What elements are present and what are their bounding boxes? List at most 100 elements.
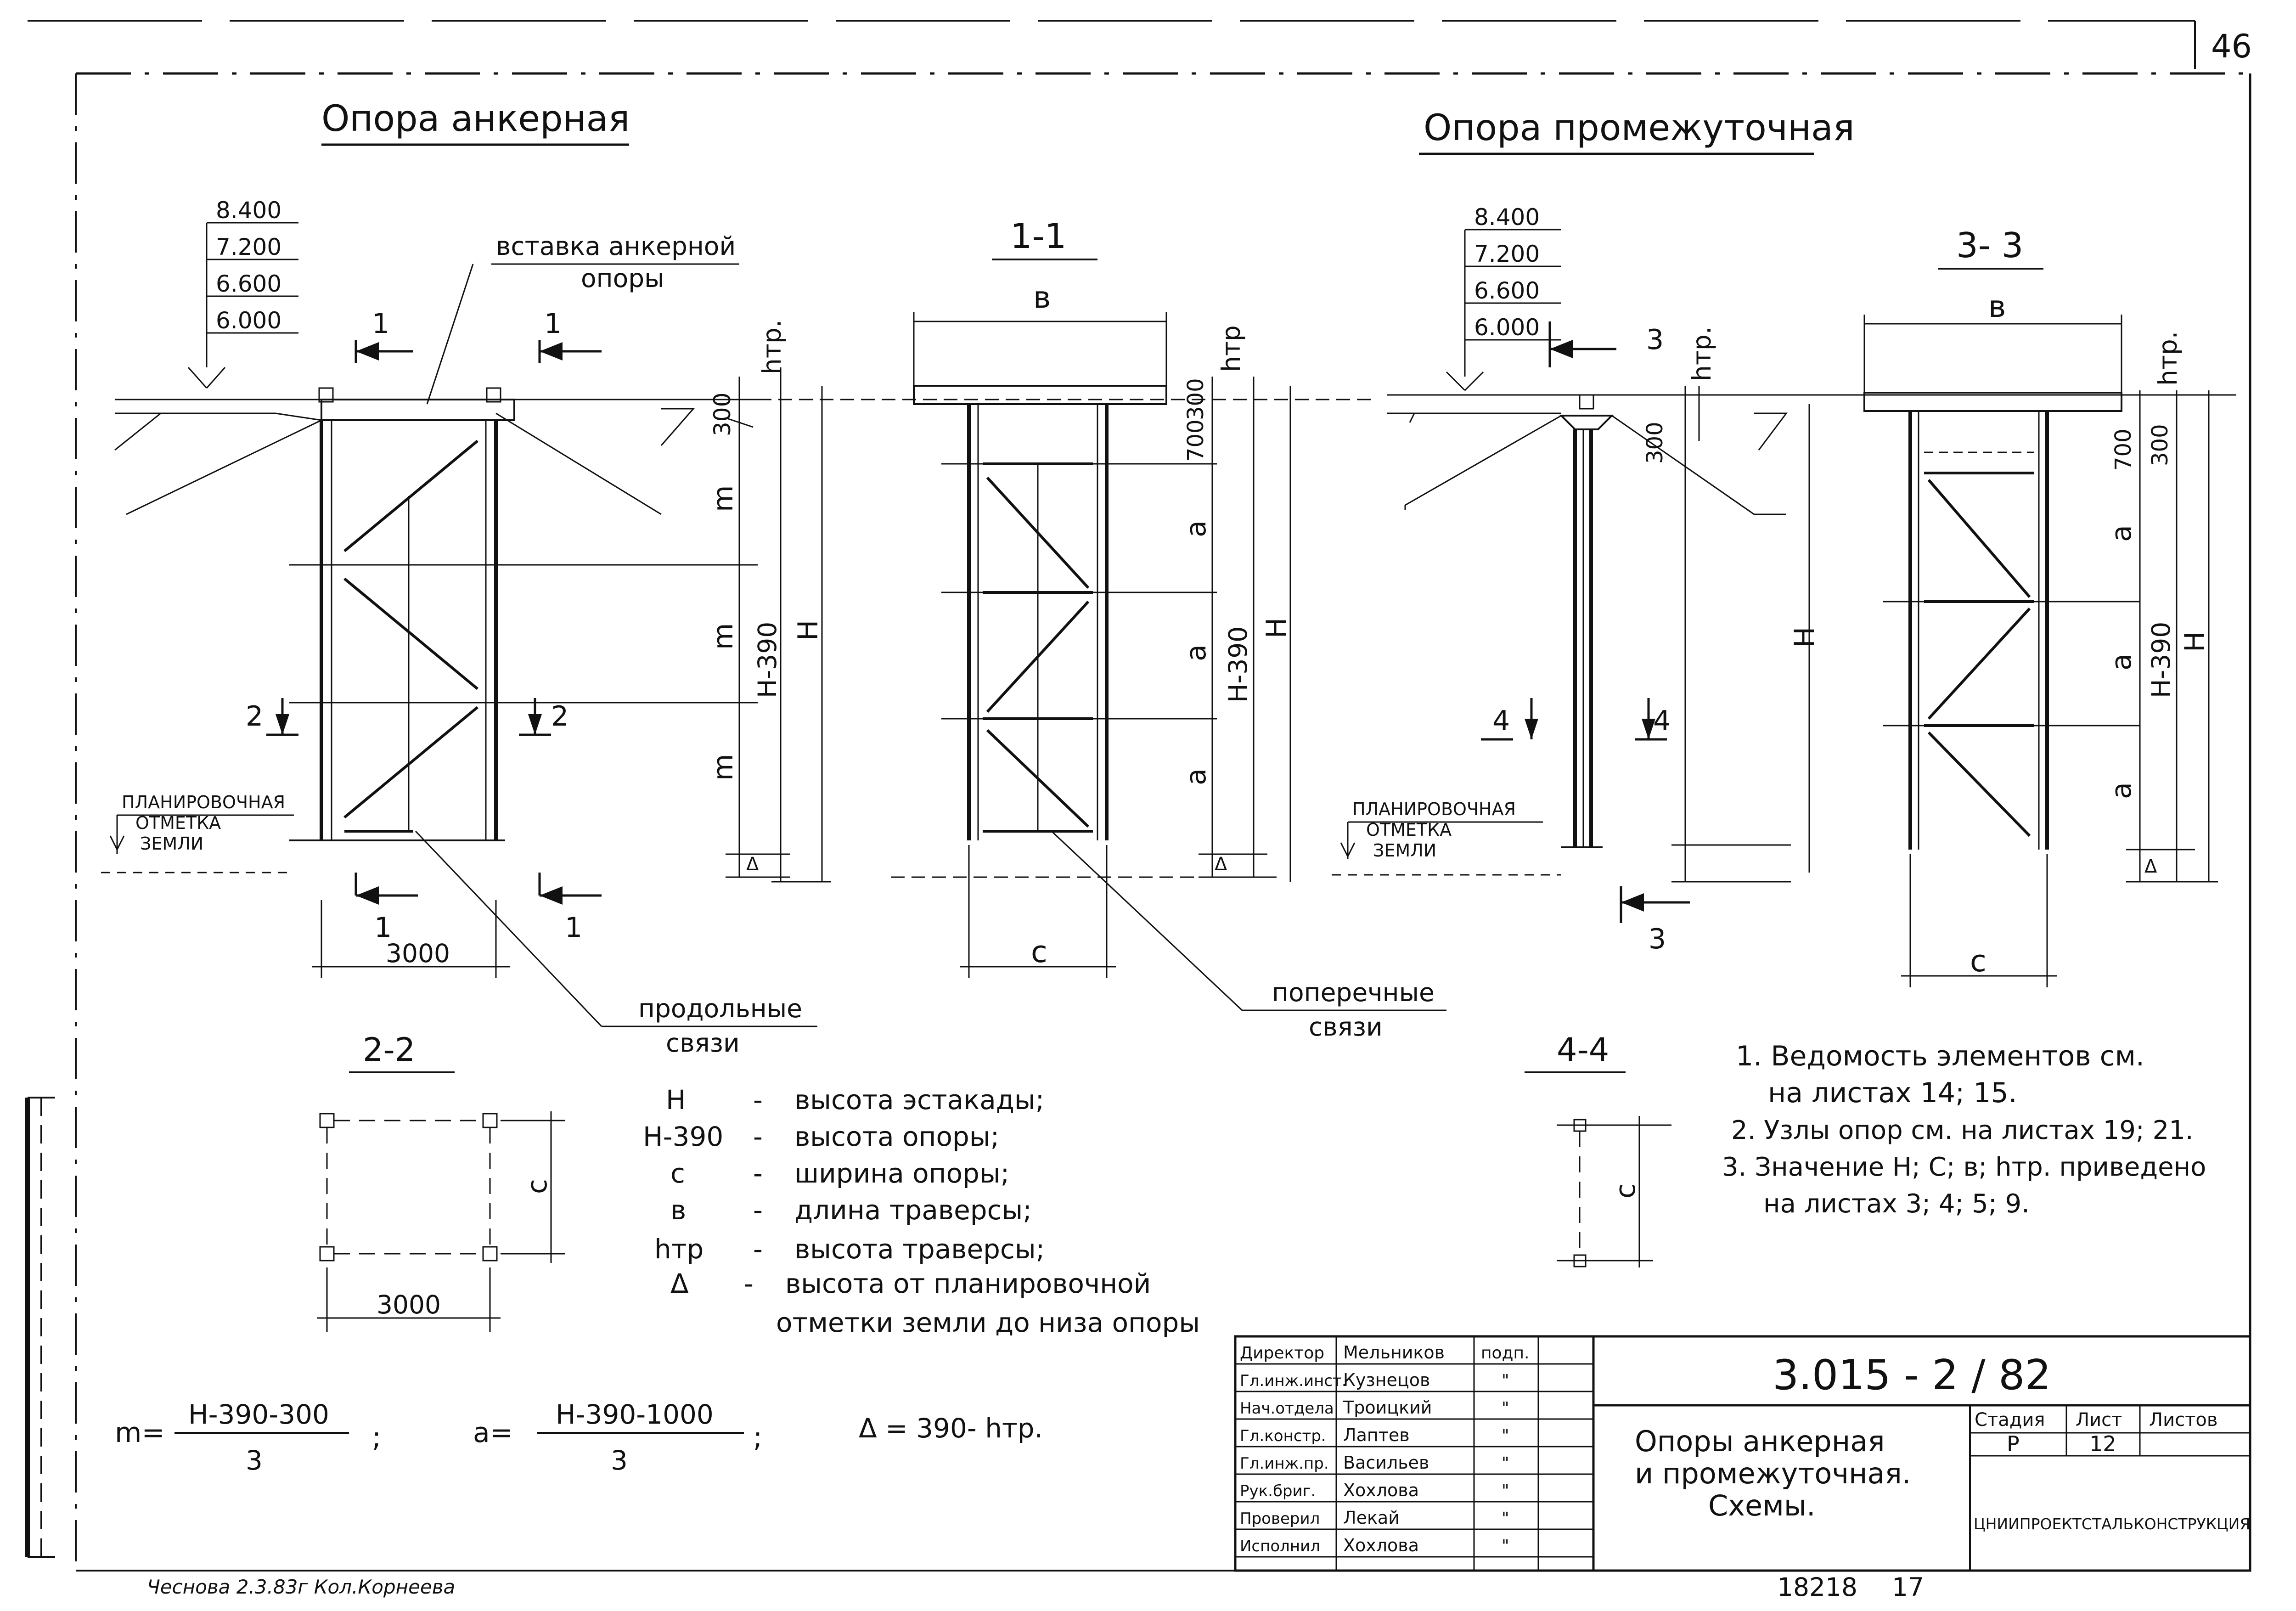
- legend: H - высота эстакады; H-390 - высота опор…: [643, 1084, 1200, 1338]
- intermediate-level-4: 6.000: [1474, 314, 1540, 341]
- legend-text-6: высота от планировочной: [785, 1268, 1151, 1299]
- formula-a-num: H-390-1000: [556, 1399, 714, 1430]
- transverse-bracing-1: поперечные: [1272, 978, 1435, 1007]
- legend-sym-6: Δ: [670, 1268, 689, 1299]
- intermediate-levels: 8.400 7.200 6.600 6.000: [1446, 204, 1561, 391]
- section-1-1-h390: H-390: [1223, 626, 1253, 703]
- tb-name-8: Хохлова: [1343, 1535, 1419, 1555]
- note-1b: на листах 14; 15.: [1768, 1077, 2017, 1109]
- formulas: m= H-390-300 3 ; a= H-390-1000 3 ; Δ = 3…: [115, 1399, 1043, 1476]
- intermediate-H: H: [1789, 627, 1821, 648]
- intermediate-grade-3: ЗЕМЛИ: [1373, 840, 1436, 861]
- anchor-title: Опора анкерная: [321, 98, 630, 140]
- tb-title-3: Схемы.: [1708, 1489, 1816, 1522]
- formula-m-lhs: m=: [115, 1417, 165, 1449]
- section-4-4-title: 4-4: [1557, 1031, 1609, 1069]
- legend-text-4: длина траверсы;: [794, 1194, 1032, 1226]
- formula-a-den: 3: [611, 1445, 628, 1476]
- note-2: 2. Узлы опор см. на листах 19; 21.: [1731, 1115, 2194, 1145]
- tb-role-8: Исполнил: [1240, 1537, 1320, 1555]
- legend-dash-4: -: [753, 1194, 763, 1226]
- anchor-level-1: 8.400: [216, 197, 281, 224]
- tb-role-3: Нач.отдела: [1240, 1399, 1334, 1418]
- section-1-1-a3: a: [1180, 768, 1212, 785]
- section-1-1-delta: Δ: [1215, 854, 1227, 875]
- tb-name-5: Васильев: [1343, 1453, 1429, 1473]
- legend-text-3: ширина опоры;: [794, 1158, 1009, 1189]
- anchor-dim-h390: H-390: [753, 622, 782, 698]
- section-4-left: 4: [1492, 705, 1510, 737]
- legend-sym-2: H-390: [643, 1121, 723, 1152]
- formula-delta: Δ = 390- hтр.: [859, 1413, 1043, 1444]
- legend-text-5: высота траверсы;: [794, 1234, 1045, 1265]
- anchor-dim-delta: Δ: [746, 854, 759, 875]
- legend-dash-1: -: [753, 1084, 763, 1115]
- tb-role-2: Гл.инж.инст.: [1240, 1372, 1347, 1390]
- tb-sheet-h: Лист: [2076, 1409, 2122, 1431]
- section-2-2-c: c: [521, 1179, 553, 1194]
- anchor-levels: 8.400 7.200 6.600 6.000: [187, 197, 298, 389]
- section-1-bottom-left: 1: [374, 912, 392, 944]
- section-3-3-a3: a: [2105, 782, 2138, 799]
- section-1-top-right: 1: [544, 308, 562, 340]
- formula-m-den: 3: [246, 1445, 263, 1476]
- tb-sig-8: ": [1502, 1537, 1509, 1555]
- anchor-level-3: 6.600: [216, 270, 281, 297]
- section-2-2-width: 3000: [377, 1290, 441, 1319]
- section-3-bottom: 3: [1649, 923, 1666, 955]
- section-3-top: 3: [1646, 324, 1664, 356]
- formula-m-num: H-390-300: [188, 1399, 329, 1430]
- legend-sym-1: H: [666, 1084, 686, 1115]
- legend-sym-4: в: [670, 1194, 686, 1226]
- tb-role-7: Проверил: [1240, 1510, 1320, 1528]
- tb-sig-3: ": [1502, 1399, 1509, 1418]
- longitudinal-bracing-1: продольные: [638, 994, 802, 1023]
- section-3-3-delta: Δ: [2144, 856, 2157, 877]
- note-3b: на листах 3; 4; 5; 9.: [1763, 1189, 2030, 1219]
- tb-name-6: Хохлова: [1343, 1480, 1419, 1500]
- anchor-dims: 300 m m m H-390 H hтр. Δ: [707, 320, 831, 883]
- section-2-right: 2: [551, 700, 568, 732]
- section-1-1-title: 1-1: [1010, 216, 1067, 256]
- notes: 1. Ведомость элементов см. на листах 14;…: [1722, 1040, 2206, 1219]
- legend-sym-3: c: [670, 1158, 685, 1189]
- section-1-1-c: c: [1031, 935, 1047, 969]
- tb-role-6: Рук.бриг.: [1240, 1482, 1316, 1500]
- tb-role-4: Гл.констр.: [1240, 1427, 1326, 1445]
- formula-a-lhs: a=: [473, 1417, 513, 1449]
- section-1-1-H: H: [1261, 618, 1293, 638]
- legend-dash-5: -: [753, 1234, 763, 1265]
- intermediate-300: 300: [1642, 422, 1668, 464]
- section-1-1-700: 700: [1183, 419, 1209, 462]
- formula-sep-2: ;: [753, 1421, 762, 1453]
- anchor-width-dim: 3000: [312, 900, 510, 978]
- tb-name-3: Троицкий: [1343, 1397, 1432, 1418]
- intermediate-level-2: 7.200: [1474, 241, 1540, 267]
- footer-handwritten: Чеснова 2.3.83г Кол.Корнеева: [147, 1576, 455, 1598]
- section-3-3-title: 3- 3: [1956, 225, 2023, 265]
- tb-name-1: Мельников: [1343, 1342, 1445, 1363]
- legend-text-2: высота опоры;: [794, 1121, 999, 1152]
- section-2-2: 2-2 3000 c: [317, 1031, 565, 1332]
- anchor-section-marks: 1 1 2 2 1 1: [246, 308, 602, 944]
- section-3-3: 3- 3 в hтр. 700 300 a a a H-390 H Δ: [1863, 225, 2218, 987]
- section-3-3-c: c: [1970, 944, 1986, 979]
- legend-dash-6: -: [744, 1268, 754, 1299]
- tb-sig-4: ": [1502, 1426, 1509, 1445]
- section-3-3-a1: a: [2105, 525, 2138, 542]
- section-3-3-b: в: [1988, 290, 2006, 324]
- section-2-2-title: 2-2: [363, 1031, 415, 1069]
- note-1: 1. Ведомость элементов см.: [1736, 1040, 2144, 1072]
- title-block: Директор Мельников подп. Гл.инж.инст. Ку…: [1234, 1335, 2251, 1572]
- anchor-elevation: [114, 387, 758, 841]
- legend-dash-2: -: [753, 1121, 763, 1152]
- tb-name-4: Лаптев: [1343, 1425, 1410, 1445]
- tb-sheet: 12: [2089, 1431, 2116, 1456]
- section-4-right: 4: [1653, 705, 1671, 737]
- tb-stage: Р: [2007, 1431, 2020, 1456]
- anchor-grade: ПЛАНИРОВОЧНАЯ ОТМЕТКА ЗЕМЛИ: [101, 792, 294, 873]
- legend-cont: отметки земли до низа опоры: [776, 1307, 1200, 1338]
- transverse-bracing-2: связи: [1309, 1012, 1383, 1042]
- section-3-3-htr: hтр.: [2153, 331, 2183, 386]
